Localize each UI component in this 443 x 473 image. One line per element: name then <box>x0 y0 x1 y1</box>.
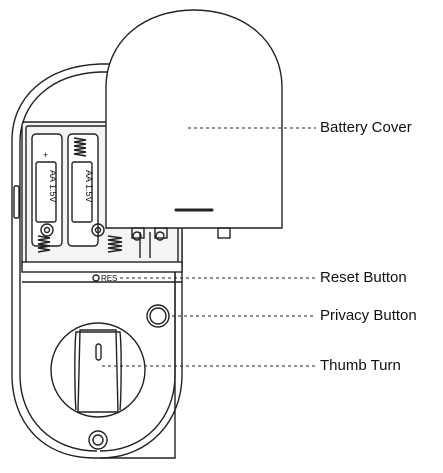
lock-body-inner-outline <box>19 71 175 452</box>
battery-right-minus: − <box>80 150 85 160</box>
battery-left-label: AA 1.5V <box>48 170 58 203</box>
bottom-screw <box>88 430 108 450</box>
callout-reset-button: Reset Button <box>320 269 407 286</box>
callout-privacy-button: Privacy Button <box>320 307 417 324</box>
reset-button[interactable] <box>92 274 100 282</box>
lock-body-outline <box>11 63 176 459</box>
callout-battery-cover: Battery Cover <box>320 119 412 136</box>
spring-bottom-right <box>107 235 123 253</box>
battery-cover[interactable] <box>105 9 283 229</box>
spring-top <box>73 137 87 157</box>
thumb-turn[interactable] <box>50 322 146 418</box>
callout-thumb-turn: Thumb Turn <box>320 357 401 374</box>
battery-right <box>67 133 105 247</box>
reset-mark: RES <box>101 274 117 283</box>
spring-bottom-left <box>37 235 51 253</box>
battery-left <box>31 133 63 247</box>
battery-right-label: AA 1.5V <box>84 170 94 203</box>
battery-left-plus: + <box>43 150 48 160</box>
